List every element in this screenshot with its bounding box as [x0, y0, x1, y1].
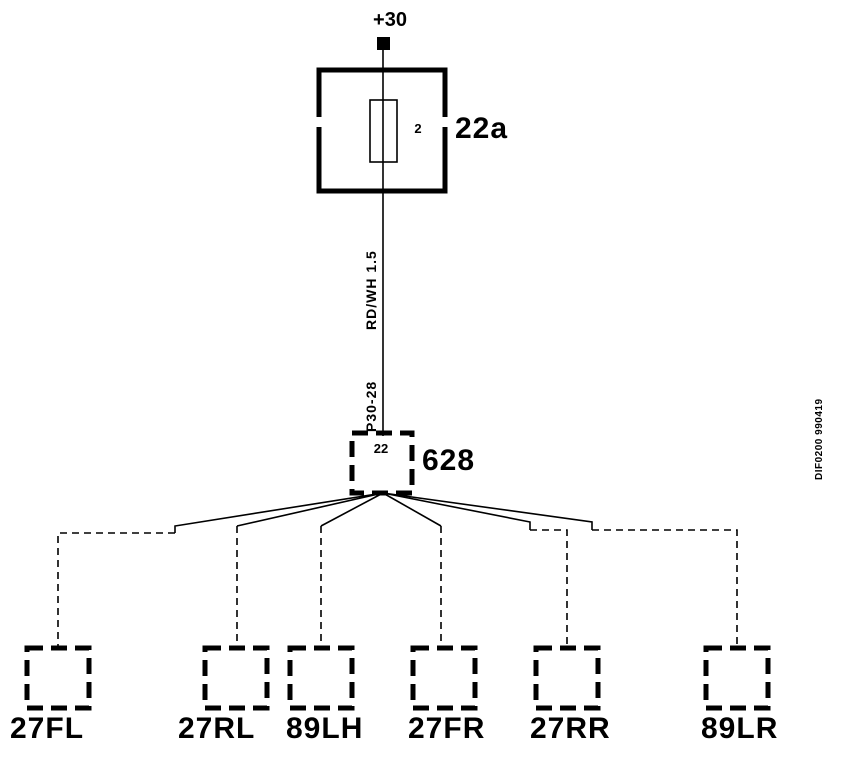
branch-dash-89lr [592, 529, 738, 648]
supply-terminal-square [377, 37, 390, 50]
branch-wire-27rl [236, 492, 384, 527]
branch-wire-27fr [382, 492, 442, 527]
branch-wires [57, 492, 738, 648]
component-box [24, 645, 92, 711]
component-label: 27FR [408, 712, 485, 745]
component-box [410, 645, 478, 711]
component-label: 27RR [530, 712, 611, 745]
fuse-number: 2 [414, 121, 421, 136]
component-box [703, 645, 771, 711]
component-label: 27FL [10, 712, 84, 745]
connector: 22 628 [349, 430, 475, 496]
component-89lh: 89LH [286, 645, 363, 745]
figure-code: DIF0200 990419 [814, 398, 825, 480]
component-27fl: 27FL [10, 645, 92, 745]
fuse-block-gap-left [315, 117, 323, 127]
fuse-block-gap-right [441, 117, 449, 127]
fuse-block: 2 22a [315, 67, 508, 194]
component-27fr: 27FR [408, 645, 485, 745]
component-box [287, 645, 355, 711]
connector-id: 628 [422, 444, 475, 477]
branch-wire-27rr [382, 492, 531, 530]
component-label: 89LR [701, 712, 778, 745]
fuse-block-outline [316, 67, 448, 194]
branch-wire-27fl [174, 492, 384, 533]
component-label: 89LH [286, 712, 363, 745]
component-27rl: 27RL [178, 645, 270, 745]
supply-terminal: +30 [373, 9, 407, 50]
fuse-block-id: 22a [455, 112, 508, 145]
supply-label: +30 [373, 9, 407, 31]
component-label: 27RL [178, 712, 255, 745]
branch-wire-89lh [320, 492, 384, 527]
branch-dash-27fl [57, 532, 175, 648]
component-89lr: 89LR [701, 645, 778, 745]
component-box [533, 645, 601, 711]
branch-wire-89lr [382, 492, 593, 530]
wire-color-size-label: RD/WH 1.5 [363, 250, 379, 330]
component-27rr: 27RR [530, 645, 611, 745]
wire-circuit-label: P30-28 [363, 381, 379, 432]
branch-dash-27rr [530, 529, 568, 648]
component-box [202, 645, 270, 711]
connector-pin: 22 [374, 441, 388, 456]
